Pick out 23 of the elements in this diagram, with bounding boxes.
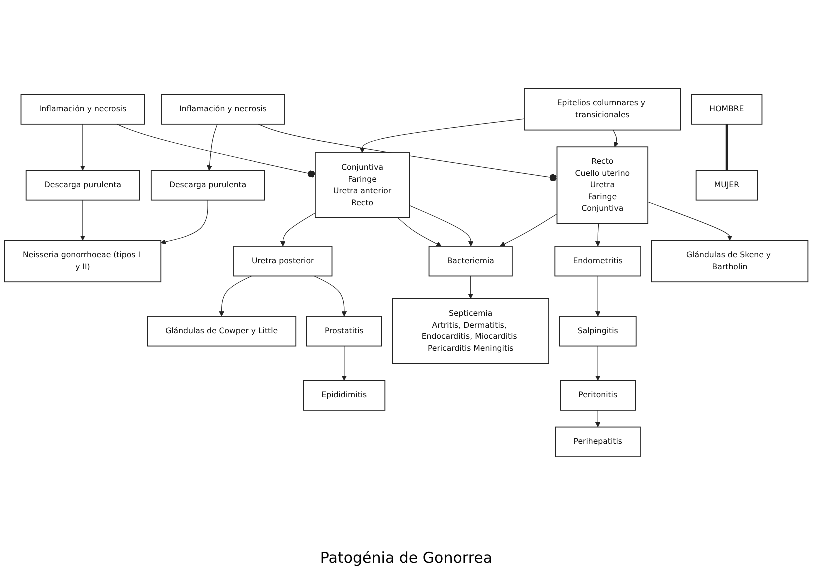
arrow (648, 201, 733, 240)
arrow (595, 410, 601, 428)
arrow (360, 118, 525, 153)
arrow (342, 346, 348, 380)
arrow (219, 276, 252, 316)
arrow (207, 124, 218, 170)
caption: Patogénia de Gonorrea (320, 548, 493, 569)
connector (258, 124, 558, 182)
arrow (160, 200, 208, 244)
arrow (595, 223, 601, 246)
connector (726, 124, 728, 170)
arrow (500, 213, 558, 246)
arrow (409, 204, 474, 246)
arrow (80, 200, 86, 240)
arrow (280, 212, 316, 246)
arrow (398, 217, 442, 246)
connector (116, 124, 316, 178)
arrow (613, 130, 620, 147)
arrow (314, 276, 348, 316)
arrow (468, 276, 474, 299)
arrow (80, 124, 86, 170)
arrow (595, 346, 601, 380)
arrow (595, 276, 601, 316)
